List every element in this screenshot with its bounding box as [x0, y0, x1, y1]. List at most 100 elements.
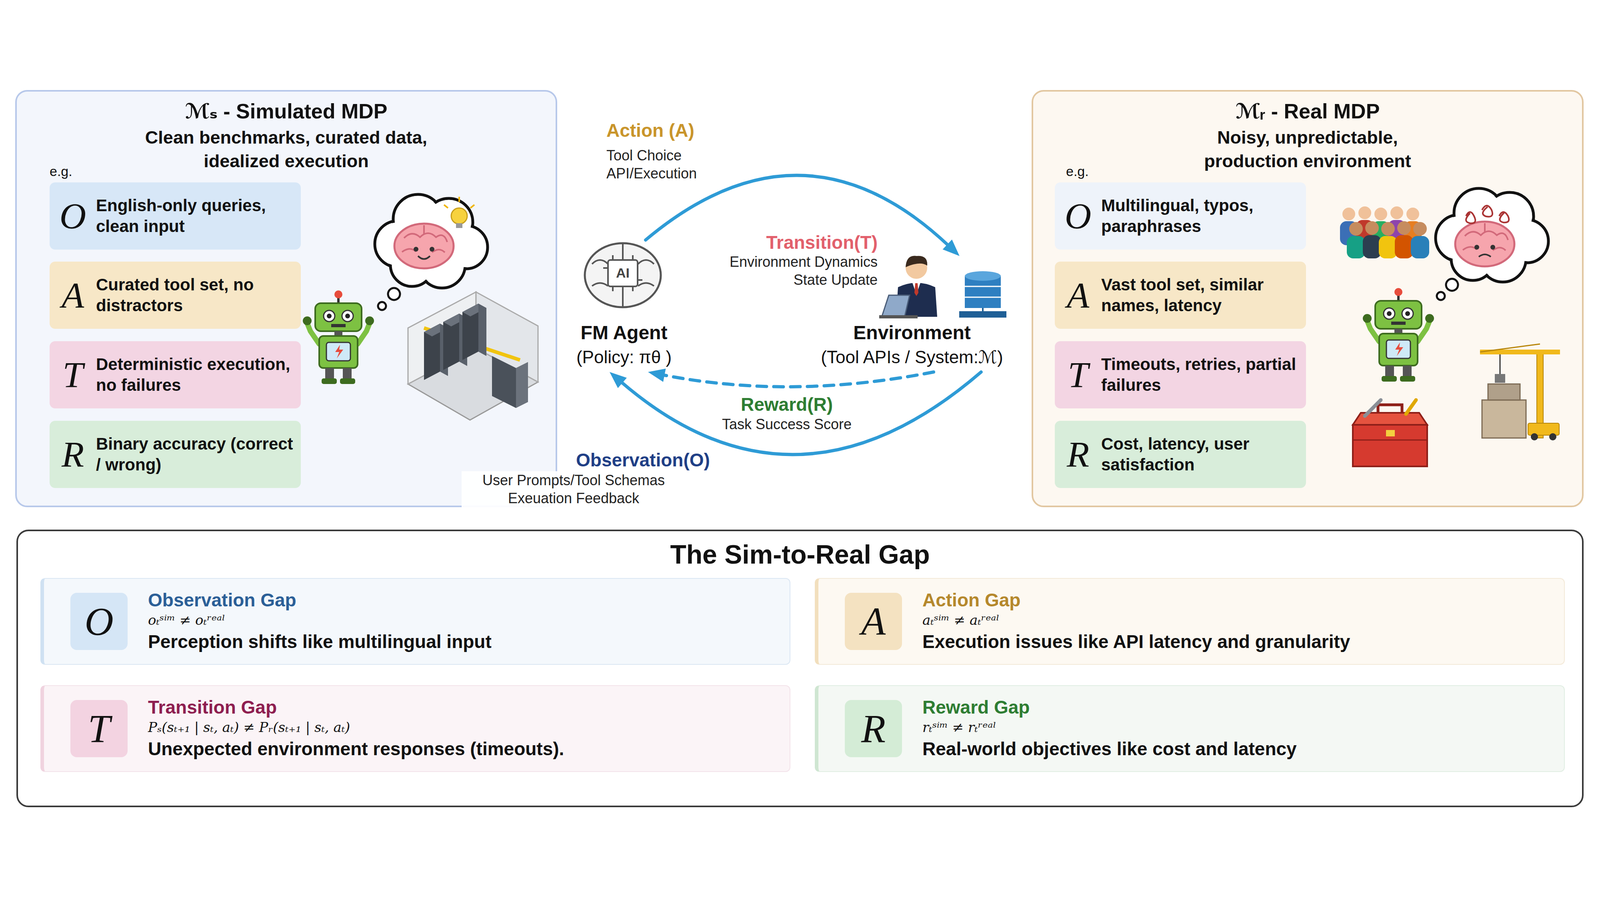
ai-brain-icon — [603, 255, 643, 292]
user-crowd — [1374, 207, 1388, 221]
right-thought-cloud — [1436, 292, 1445, 300]
gap-card: Observation Gapoₜˢⁱᵐ ≠ oₜʳᵉᵃˡPerception … — [40, 578, 791, 665]
user-crowd — [1362, 235, 1382, 259]
flow-arrow — [609, 372, 982, 455]
node-name: Environment — [853, 321, 971, 345]
construction-crane — [1494, 374, 1506, 383]
left-thought-cloud — [388, 288, 400, 300]
user-crowd — [1365, 221, 1379, 235]
gap-description: Execution issues like API latency and gr… — [922, 630, 1555, 654]
annotation-label: User Prompts/Tool Schemas Exeuation Feed… — [461, 471, 686, 508]
property-box: ACurated tool set, no distractors — [49, 261, 301, 329]
panel-subtitle: Noisy, unpredictable, production environ… — [1179, 126, 1436, 173]
gap-title: Transition Gap — [148, 696, 780, 719]
toolbox — [1386, 430, 1395, 437]
user-crowd — [1342, 207, 1356, 221]
gap-description: Perception shifts like multilingual inpu… — [148, 630, 780, 654]
symbol-letter: T — [1062, 356, 1094, 394]
user-crowd — [1340, 206, 1430, 259]
server-database-icon — [964, 296, 1001, 298]
right-thought-cloud — [1446, 278, 1458, 291]
annotation-label: Tool Choice API/Execution — [604, 146, 724, 183]
gap-title: Observation Gap — [148, 589, 780, 612]
symbol-letter: O — [84, 601, 114, 642]
left-thought-cloud — [456, 223, 463, 228]
gap-formula: oₜˢⁱᵐ ≠ oₜʳᵉᵃˡ — [148, 611, 780, 629]
ai-brain-icon — [584, 243, 661, 308]
property-text: Deterministic execution, no failures — [96, 354, 294, 396]
symbol-letter: T — [88, 708, 111, 749]
left-thought-cloud — [418, 256, 430, 260]
construction-crane — [1499, 354, 1501, 374]
node-detail: (Tool APIs / System:ℳ) — [820, 346, 1003, 368]
gap-description: Real-world objectives like cost and late… — [922, 737, 1555, 761]
symbol-letter: A — [861, 601, 886, 642]
ai-brain-icon — [592, 244, 654, 307]
symbol-letter: O — [56, 197, 89, 235]
symbol-letter: R — [1062, 436, 1094, 473]
symbol-letter: R — [56, 436, 89, 473]
toolbox — [1352, 439, 1428, 441]
example-tag: e.g. — [49, 163, 73, 180]
construction-crane — [1482, 400, 1526, 438]
right-thought-cloud — [1478, 254, 1491, 257]
server-database-icon — [982, 308, 984, 312]
card-text-column: Action Gapaₜˢⁱᵐ ≠ aₜʳᵉᵃˡExecution issues… — [922, 578, 1555, 664]
property-text: Vast tool set, similar names, latency — [1101, 274, 1299, 317]
gap-description: Unexpected environment responses (timeou… — [148, 737, 780, 761]
user-crowd — [1406, 207, 1420, 221]
gap-card: Reward Gaprₜˢⁱᵐ ≠ rₜʳᵉᵃˡReal-world objec… — [814, 685, 1565, 772]
property-text: Multilingual, typos, paraphrases — [1101, 195, 1299, 238]
gap-formula: Pₛ(sₜ₊₁ | sₜ, aₜ) ≠ Pᵣ(sₜ₊₁ | sₜ, aₜ) — [148, 718, 780, 736]
left-thought-cloud — [451, 208, 468, 224]
node-name: FM Agent — [580, 321, 668, 345]
flow-line — [662, 372, 934, 387]
annotation-label: Transition(T) — [763, 231, 880, 255]
construction-crane — [1530, 433, 1538, 441]
symbol-tile: R — [844, 700, 902, 758]
agent-node: FM Agent(Policy: πθ ) — [564, 240, 684, 372]
server-database-icon — [964, 286, 1001, 288]
flow-arrow — [645, 175, 960, 256]
symbol-letter: A — [56, 276, 89, 314]
operator-person — [905, 256, 928, 268]
user-crowd — [1349, 221, 1427, 236]
mdp-panel: ℳᵣ - Real MDPNoisy, unpredictable, produ… — [1031, 90, 1584, 508]
toolbox — [1352, 424, 1428, 467]
symbol-tile: T — [70, 700, 128, 758]
flow-arrow — [648, 368, 934, 387]
symbol-letter: R — [861, 708, 886, 749]
annotation-label: Reward(R) — [738, 393, 836, 417]
operator-person — [879, 256, 938, 319]
property-text: Cost, latency, user satisfaction — [1101, 433, 1299, 476]
ai-brain-icon — [584, 243, 661, 308]
panel-title: ℳᵣ - Real MDP — [1033, 98, 1582, 124]
card-text-column: Observation Gapoₜˢⁱᵐ ≠ oₜʳᵉᵃˡPerception … — [148, 578, 780, 664]
operator-person — [914, 283, 919, 296]
node-detail: (Policy: πθ ) — [576, 346, 672, 368]
property-text: Binary accuracy (correct / wrong) — [96, 433, 294, 476]
user-crowd — [1410, 236, 1430, 259]
property-box: AVast tool set, similar names, latency — [1054, 261, 1306, 329]
user-crowd — [1381, 222, 1395, 236]
server-database-icon — [959, 271, 1007, 318]
server-database-icon — [964, 271, 1001, 281]
construction-crane — [1549, 433, 1557, 441]
left-thought-cloud — [394, 223, 454, 269]
annotation-label: AI — [606, 264, 639, 282]
symbol-letter: O — [1062, 197, 1094, 235]
annotation-label: Environment Dynamics State Update — [712, 252, 880, 289]
server-database-icon — [959, 311, 1007, 318]
user-crowd — [1390, 206, 1404, 220]
user-crowd — [1358, 206, 1372, 220]
annotation-label: Task Success Score — [719, 415, 854, 434]
gap-formula: rₜˢⁱᵐ ≠ rₜʳᵉᵃˡ — [922, 718, 1555, 736]
user-crowd — [1378, 236, 1398, 259]
server-room — [478, 303, 487, 356]
property-box: RBinary accuracy (correct / wrong) — [49, 420, 301, 488]
gap-formula: aₜˢⁱᵐ ≠ aₜʳᵉᵃˡ — [922, 611, 1555, 629]
card-text-column: Reward Gaprₜˢⁱᵐ ≠ rₜʳᵉᵃˡReal-world objec… — [922, 686, 1555, 772]
operator-person — [882, 295, 910, 316]
symbol-tile: A — [844, 592, 902, 650]
gap-panel: The Sim-to-Real GapObservation Gapoₜˢⁱᵐ … — [16, 529, 1584, 808]
